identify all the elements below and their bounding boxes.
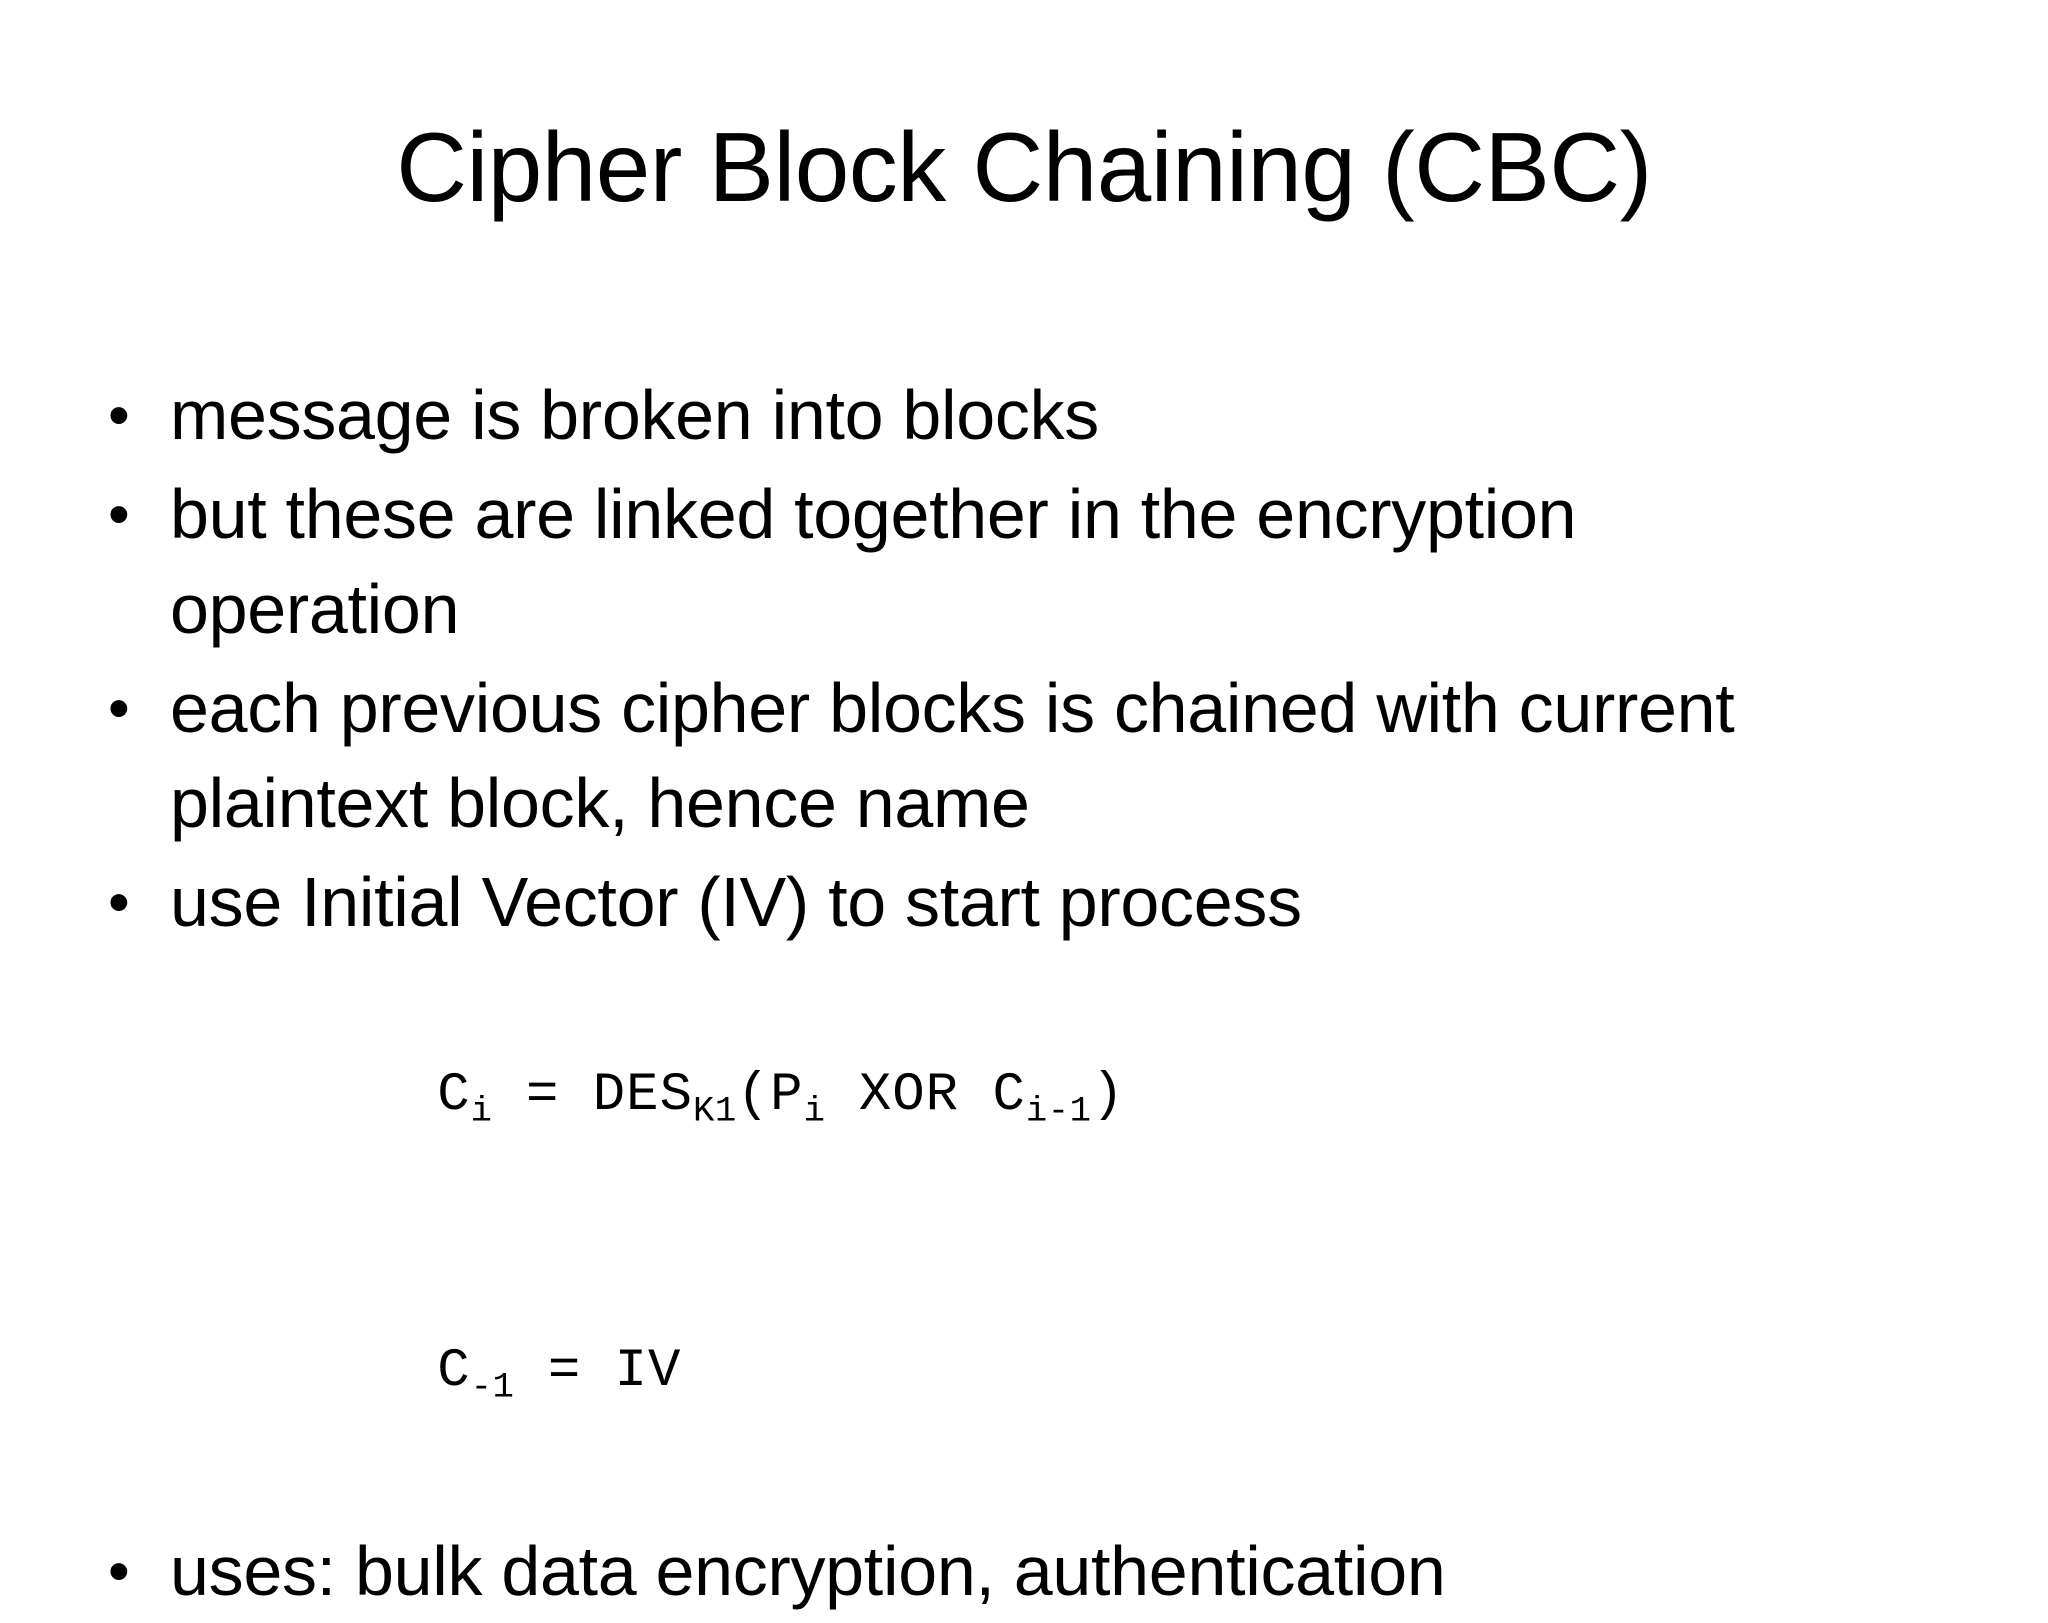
formula-1-c: C — [437, 1065, 471, 1126]
bullet-dot-icon: • — [108, 381, 130, 450]
bullet-text-3: each previous cipher blocks is chained w… — [170, 669, 1735, 842]
page-title: Cipher Block Chaining (CBC) — [396, 112, 1652, 222]
formula-block: Ci = DESK1(Pi XOR Ci-1) C-1 = IV — [108, 958, 1948, 1510]
bullet-dot-icon: • — [108, 674, 130, 743]
bullet-dot-icon: • — [108, 868, 130, 937]
formula-2-eq-iv: = IV — [514, 1341, 682, 1402]
formula-line-1: Ci = DESK1(Pi XOR Ci-1) — [170, 958, 1948, 1234]
slide: Cipher Block Chaining (CBC) • message is… — [108, 112, 1735, 1610]
bullet-item-3: • each previous cipher blocks is chained… — [108, 661, 1948, 851]
bullet-text-2: but these are linked together in the enc… — [170, 475, 1577, 648]
bullet-text-5: uses: bulk data encryption, authenticati… — [170, 1532, 1446, 1610]
formula-1-xor-c: XOR C — [825, 1065, 1026, 1126]
formula-line-2: C-1 = IV — [170, 1234, 1948, 1510]
formula-1-close: ) — [1091, 1065, 1125, 1126]
bullet-dot-icon: • — [108, 480, 130, 549]
formula-1-sub-i2: i — [803, 1090, 826, 1132]
bullet-item-4: • use Initial Vector (IV) to start proce… — [108, 855, 1948, 950]
bullet-dot-icon: • — [108, 1537, 130, 1606]
bullet-item-2: • but these are linked together in the e… — [108, 467, 1948, 657]
formula-2-sub-m1: -1 — [470, 1366, 515, 1408]
formula-1-sub-k1: K1 — [692, 1090, 737, 1132]
formula-1-sub-i: i — [470, 1090, 493, 1132]
formula-1-open-p: (P — [736, 1065, 804, 1126]
formula-1-eq-des: = DES — [492, 1065, 693, 1126]
bullet-item-1: • message is broken into blocks — [108, 368, 1948, 463]
bullet-item-5: • uses: bulk data encryption, authentica… — [108, 1524, 1948, 1619]
formula-1-sub-im1: i-1 — [1025, 1090, 1092, 1132]
formula-2-c: C — [437, 1341, 471, 1402]
bullet-text-4: use Initial Vector (IV) to start process — [170, 863, 1302, 941]
slide-body: • message is broken into blocks • but th… — [108, 368, 1948, 1623]
bullet-text-1: message is broken into blocks — [170, 376, 1099, 454]
